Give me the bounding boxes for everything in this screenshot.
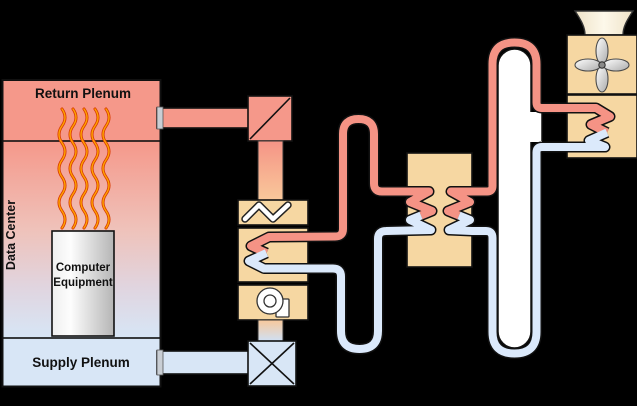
supply-air-path	[156, 340, 297, 387]
right-border-strip	[637, 0, 640, 411]
crah-inlet-duct	[257, 140, 284, 202]
tower-riser-core-notch	[529, 112, 542, 142]
supply-duct	[156, 350, 251, 375]
bottom-border-strip	[0, 406, 640, 411]
air-filter-icon-core	[242, 202, 291, 222]
computer-equipment-label-1: Computer	[56, 262, 111, 274]
data-center-label: Data Center	[4, 200, 18, 270]
computer-equipment-box	[51, 230, 115, 337]
supply-plenum-label: Supply Plenum	[32, 355, 130, 370]
crah-outlet-duct	[257, 319, 284, 342]
return-duct	[156, 107, 251, 129]
return-air-path	[156, 95, 293, 202]
blower-fan-icon	[256, 287, 290, 318]
tower-fan-icon	[574, 37, 630, 93]
tower-riser-core	[497, 48, 532, 349]
building-outline	[1, 79, 162, 388]
computer-equipment-label-2: Equipment	[53, 277, 113, 289]
crah-unit	[237, 199, 309, 342]
supply-damper-x-icon-2	[249, 342, 295, 385]
supply-duct-cap	[156, 349, 164, 376]
return-plenum-label: Return Plenum	[35, 86, 131, 101]
return-duct-cap	[156, 106, 164, 130]
data-center-building: Return Plenum Supply Plenum Computer Equ…	[1, 79, 162, 388]
return-damper-diagonal-icon	[249, 97, 291, 140]
